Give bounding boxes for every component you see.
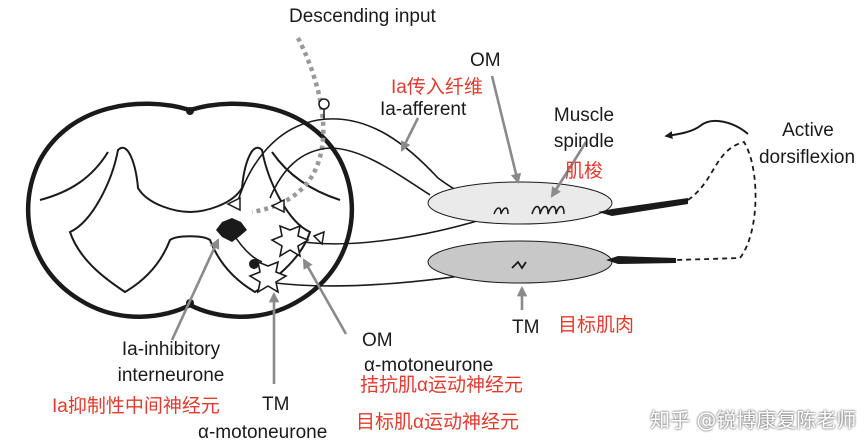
tm-alpha-motoneurone-soma (248, 260, 288, 294)
arrow-om-top (490, 75, 522, 185)
arrow-muscle-spindle (550, 141, 588, 198)
tm-bottom-alpha-label: α-motoneurone (198, 422, 328, 443)
ia-inhibitory-interneurone-soma (216, 218, 247, 242)
dorsiflexion-dashed-path (675, 140, 757, 261)
om-alpha-motoneurone-label: α-motoneurone (364, 355, 494, 376)
synapse-terminal-1 (226, 196, 241, 212)
synapse-terminal-3 (312, 230, 325, 246)
left-dorsal-horn (39, 151, 109, 201)
tm-muscle (427, 240, 613, 284)
arrow-om-bottom (302, 258, 348, 335)
muscle-spindle-label-line1: Muscle (553, 105, 615, 126)
right-dorsal-horn (271, 151, 341, 201)
descending-pathway (251, 36, 326, 215)
om-alpha-motoneurone-soma (270, 224, 310, 258)
central-notch-top (186, 107, 194, 115)
ia-afferent-label: Ia-afferent (380, 99, 467, 120)
grey-matter-outline (68, 146, 312, 294)
ia-inhibitory-label-line1: Ia-inhibitory (121, 339, 221, 360)
ia-afferent-cn-label: Ia传入纤维 (391, 77, 483, 98)
tm-bottom-label: TM (262, 394, 290, 415)
tm-right-label: TM (512, 317, 540, 338)
ia-inhibitory-cn-label: Ia抑制性中间神经元 (52, 396, 220, 417)
om-muscle (427, 181, 613, 225)
muscle-spindle-label-line2: spindle (553, 131, 615, 152)
ia-inhibitory-label-line2: interneurone (117, 365, 225, 386)
descending-input-label: Descending input (289, 6, 436, 27)
synapse-terminal-2 (270, 198, 285, 214)
tm-right-cn-label: 目标肌肉 (558, 315, 635, 336)
arrow-ia-inhibitory (170, 238, 220, 341)
om-bottom-label: OM (362, 330, 393, 351)
muscle-spindle-cn-label: 肌梭 (564, 161, 603, 182)
om-motor-axon (291, 213, 501, 245)
ia-afferent-fiber-inner (269, 147, 431, 199)
om-tendon (598, 198, 688, 216)
om-endplate-coil (493, 207, 509, 215)
dorsal-root-ganglion (318, 98, 330, 110)
om-top-label: OM (470, 50, 501, 71)
active-dorsiflexion-label-line1: Active (782, 120, 834, 141)
om-alpha-motoneurone-cn-label: 拮抗肌α运动神经元 (360, 375, 523, 396)
tm-alpha-motoneurone-cn-label: 目标肌α运动神经元 (356, 412, 519, 433)
dorsiflexion-arrow (664, 119, 749, 140)
tm-endplate (511, 260, 527, 270)
tm-motoneurone-terminal (249, 259, 259, 269)
tm-tendon (606, 256, 676, 264)
muscle-spindle-coil (531, 205, 565, 215)
watermark: 知乎 @锐博康复陈老师 (650, 408, 857, 432)
arrow-ia-afferent (400, 117, 420, 152)
active-dorsiflexion-label-line2: dorsiflexion (758, 147, 856, 168)
